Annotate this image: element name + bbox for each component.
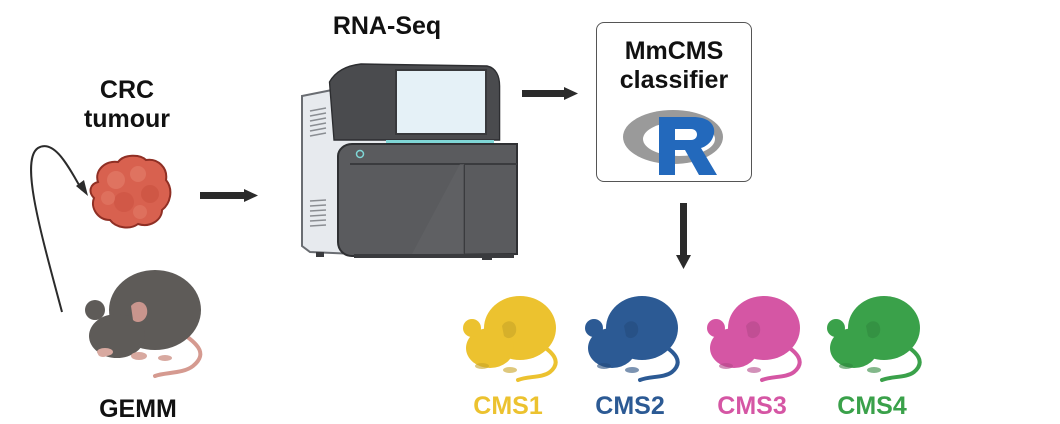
tumour-label-line1: CRC — [99, 76, 155, 104]
arrow-to-classifier — [522, 87, 578, 100]
mouse-icon — [585, 296, 680, 382]
r-logo-icon — [623, 110, 723, 175]
classifier-label: MmCMS classifier — [597, 37, 751, 95]
sequencer-icon — [301, 63, 518, 260]
subtype-label: CMS2 — [595, 392, 665, 420]
tumour-label: CRC tumour — [62, 76, 192, 134]
mouse-icon — [463, 296, 558, 382]
gemm-mouse-icon — [85, 270, 203, 378]
classifier-box: MmCMS classifier — [596, 22, 752, 182]
subtype-label: CMS1 — [473, 392, 543, 420]
subtype-cms3: CMS3 — [702, 292, 822, 422]
gemm-label: GEMM — [99, 395, 177, 423]
subtype-cms4: CMS4 — [822, 292, 942, 422]
mouse-icon — [707, 296, 802, 382]
arrow-to-subtypes — [676, 203, 691, 269]
mouse-icon — [827, 296, 922, 382]
subtype-label: CMS3 — [717, 392, 787, 420]
classifier-label-line1: MmCMS — [624, 37, 724, 65]
subtype-cms1: CMS1 — [458, 292, 578, 422]
tumour-label-line2: tumour — [83, 104, 171, 133]
subtype-cms2: CMS2 — [580, 292, 700, 422]
arrow-to-sequencer — [200, 189, 258, 202]
classifier-label-line2: classifier — [619, 65, 729, 94]
rna-seq-label: RNA-Seq — [332, 12, 442, 40]
subtype-label: CMS4 — [837, 392, 907, 420]
tumour-icon — [89, 154, 172, 229]
